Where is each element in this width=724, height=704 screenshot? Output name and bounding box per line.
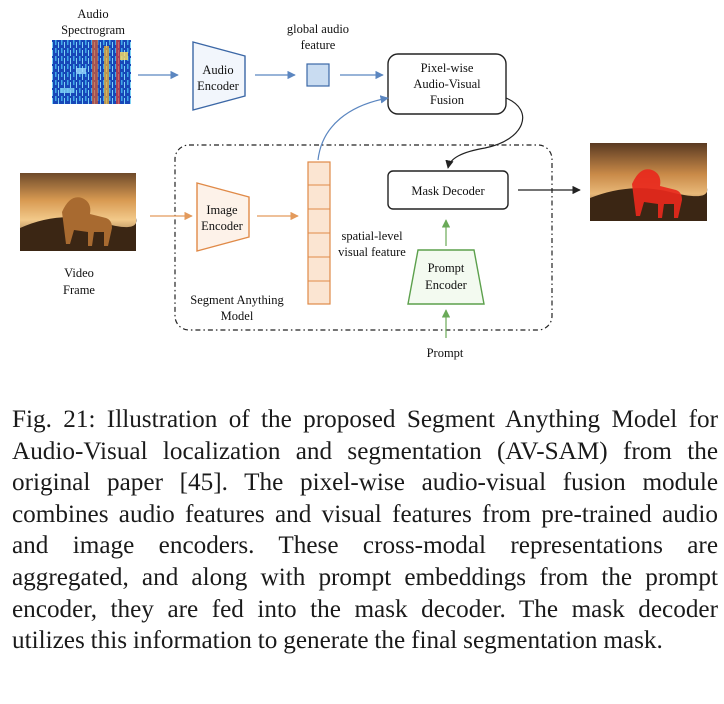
video-frame-image [20,173,137,251]
video-frame-label-line2: Frame [63,283,95,297]
figure-caption: Fig. 21: Illustration of the proposed Se… [12,406,718,655]
prompt-encoder-label-line1: Prompt [428,261,465,275]
output-segmentation-image [590,143,708,221]
fusion-label-line3: Fusion [430,93,465,107]
sam-label-line2: Model [221,309,254,323]
global-audio-feature-label-line1: global audio [287,22,349,36]
prompt-encoder-shape [407,249,485,305]
global-audio-feature-box [306,63,330,87]
mask-decoder-box [387,170,509,210]
fusion-box [387,53,507,115]
image-encoder-shape [196,182,250,252]
mask-decoder-label: Mask Decoder [411,184,485,198]
arrow-fusion-to-mask-decoder [445,97,524,169]
audio-encoder-label-line1: Audio [202,63,233,77]
sam-label-line1: Segment Anything [190,293,284,307]
video-frame-label-line1: Video [64,266,94,280]
prompt-label: Prompt [427,346,464,360]
audio-spectrogram-image [52,40,131,104]
spatial-feature-label-line2: visual feature [338,245,406,259]
arrow-spatial-feature-to-fusion [317,95,389,161]
prompt-encoder-label-line2: Encoder [425,278,467,292]
audio-encoder-label-line2: Encoder [197,79,239,93]
fusion-label-line1: Pixel-wise [421,61,474,75]
audio-encoder-shape [192,41,246,111]
global-audio-feature-label-line2: feature [301,38,336,52]
fusion-label-line2: Audio-Visual [413,77,481,91]
image-encoder-label-line1: Image [206,203,238,217]
audio-spectrogram-label-line2: Spectrogram [61,23,125,37]
av-sam-figure: Audio Spectrogram Audio Encoder global a… [20,7,708,360]
spatial-feature-stack [307,161,331,305]
audio-spectrogram-label-line1: Audio [77,7,108,21]
image-encoder-label-line2: Encoder [201,219,243,233]
spatial-feature-label-line1: spatial-level [341,229,403,243]
